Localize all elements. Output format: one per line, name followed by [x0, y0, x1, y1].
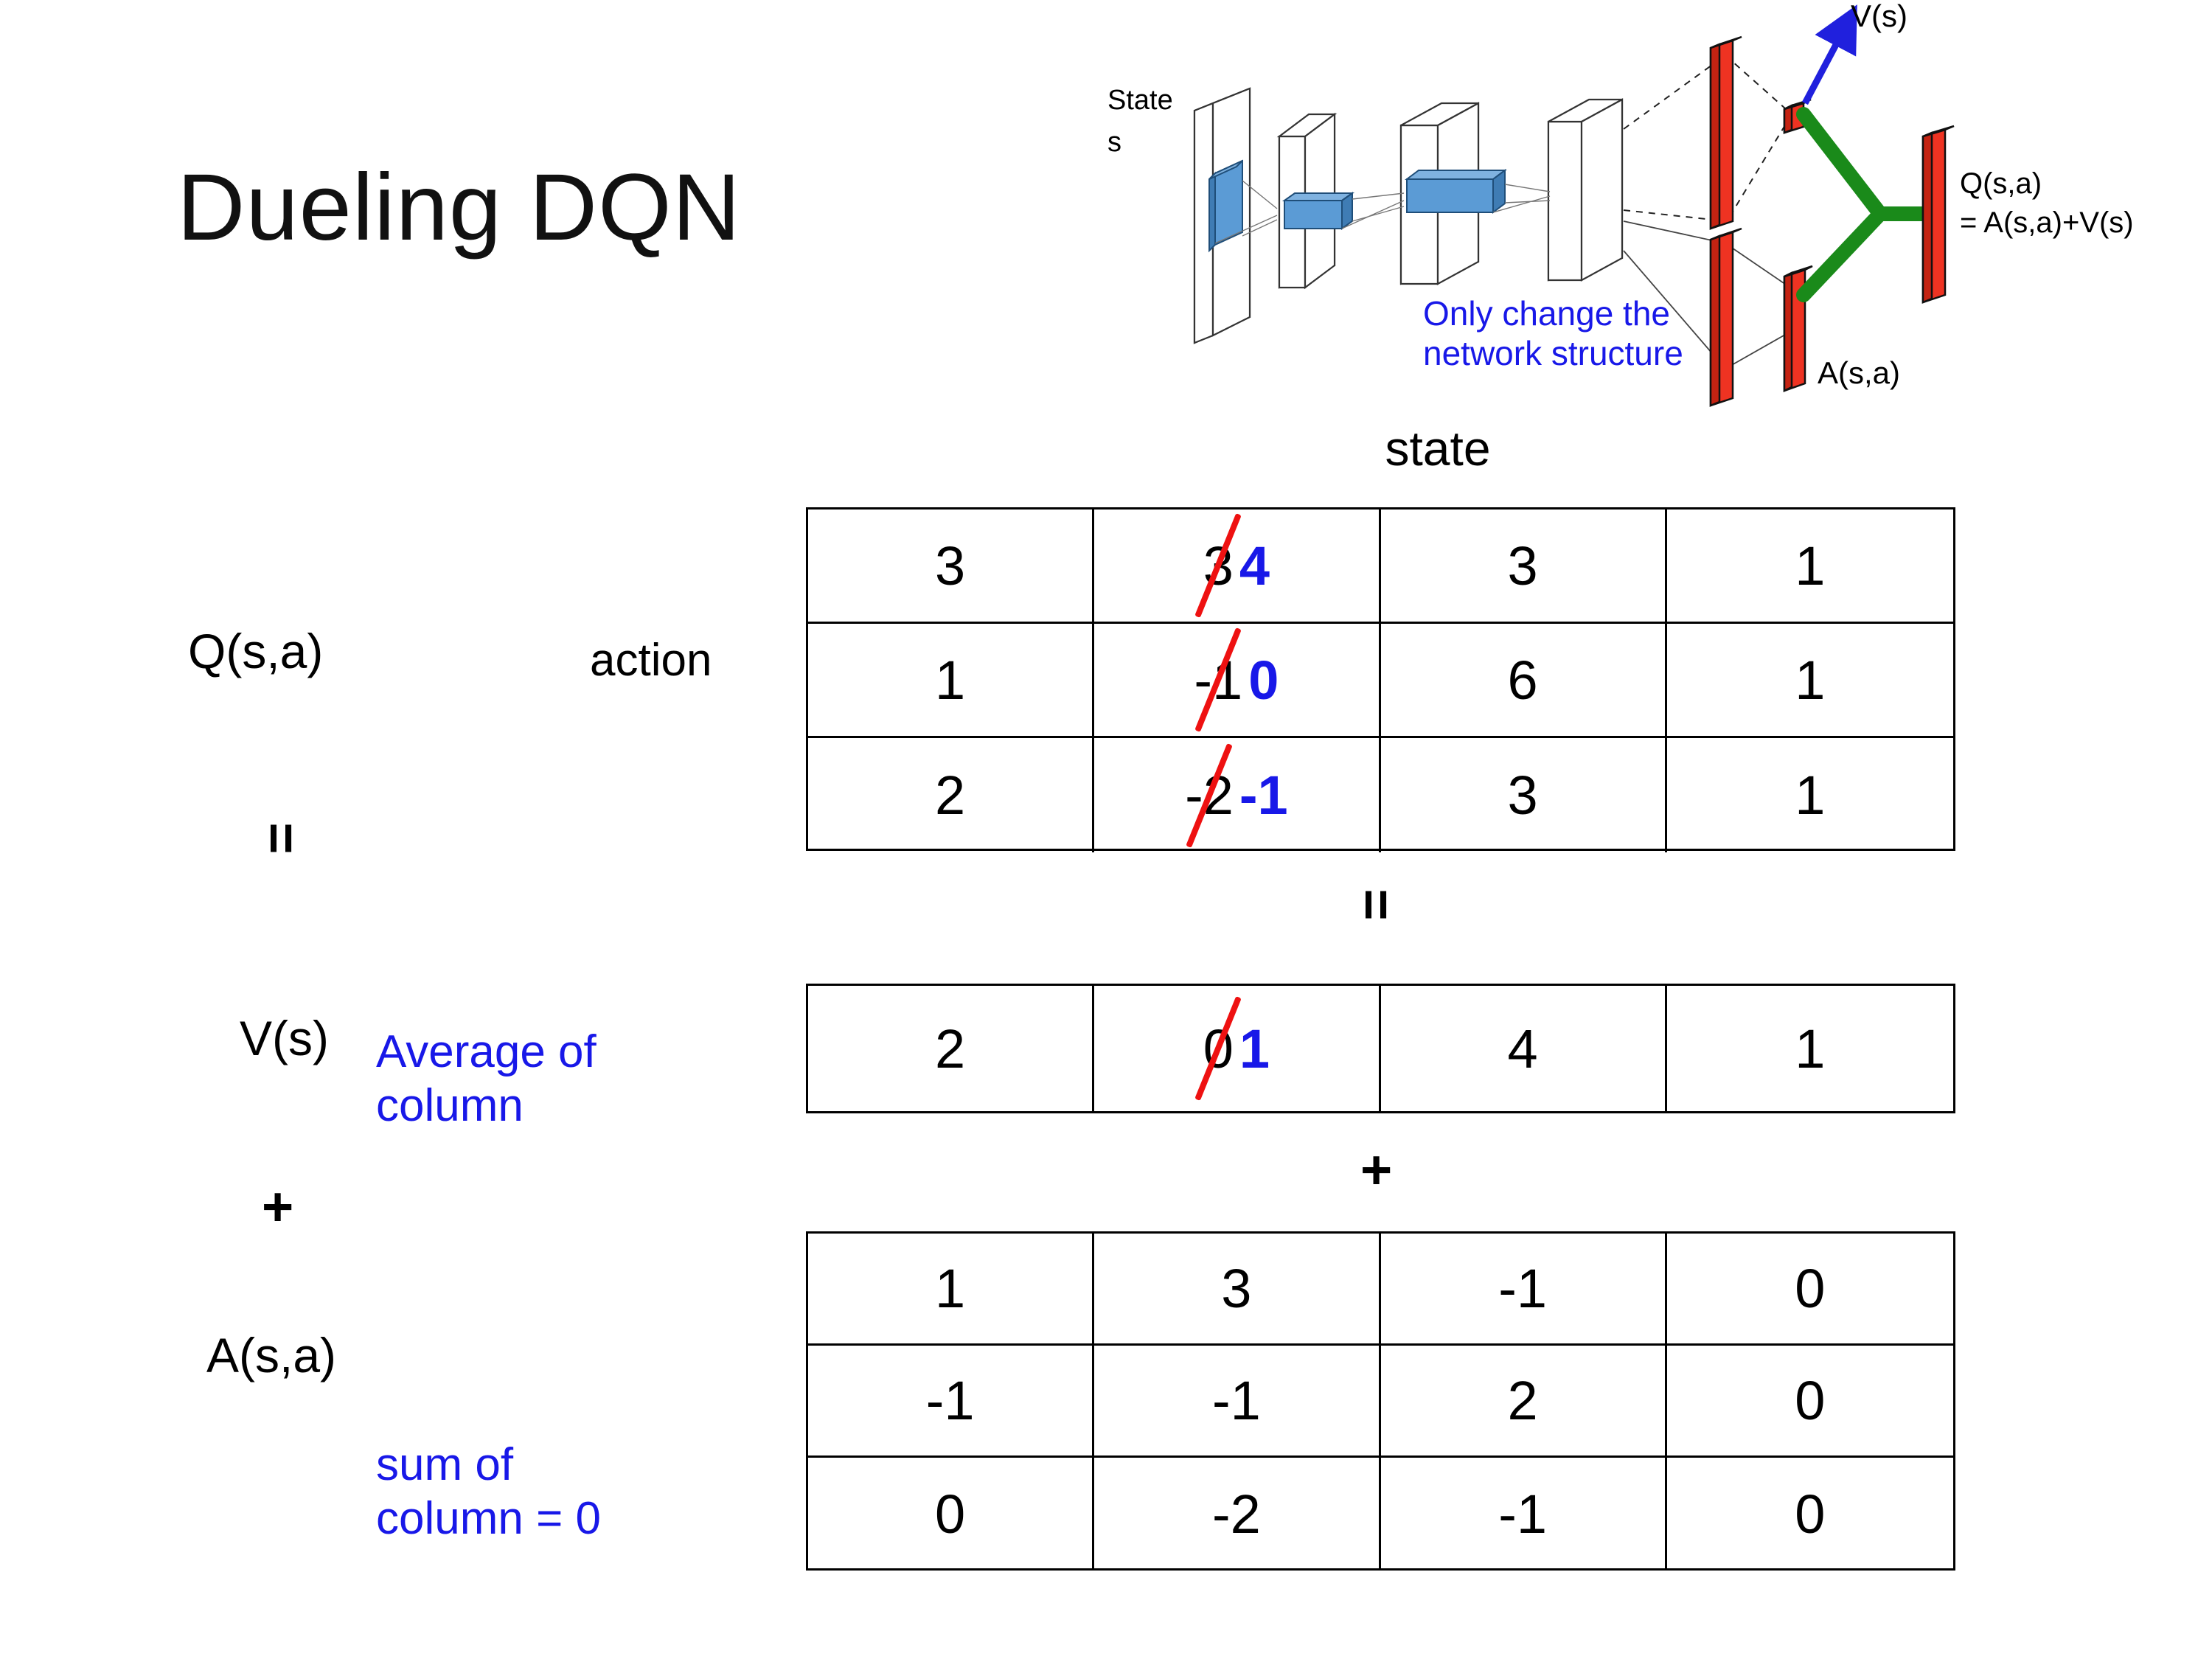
new-value: 4: [1239, 535, 1270, 597]
new-value: -1: [1239, 765, 1288, 826]
table-cell: -2-1: [1094, 738, 1381, 852]
table-cell: -2: [1094, 1458, 1381, 1570]
v-table-label: V(s): [240, 1011, 329, 1065]
table-cell: 3: [808, 509, 1095, 624]
table-cell: 2: [1380, 1346, 1667, 1458]
table-cell: 0: [808, 1458, 1095, 1570]
equals-operator-middle: =: [1346, 888, 1408, 921]
action-axis-label: action: [590, 635, 712, 686]
old-value: 3: [1194, 512, 1242, 619]
table-cell: 4: [1381, 986, 1667, 1111]
average-note-line2: column: [376, 1080, 524, 1132]
table-cell: 2: [808, 986, 1095, 1111]
strikethrough-mark: [1194, 512, 1242, 619]
old-value: 0: [1194, 995, 1242, 1102]
table-cell: 1: [1666, 509, 1953, 624]
page-title: Dueling DQN: [177, 155, 742, 260]
figure-note: Only change the network structure: [1423, 293, 1683, 374]
sum-note-line1: sum of: [376, 1439, 514, 1490]
strikethrough-mark: [1194, 627, 1242, 733]
table-cell: 3: [1381, 738, 1667, 852]
table-cell: 1: [808, 624, 1095, 738]
plus-operator-middle: +: [1360, 1139, 1393, 1200]
table-cell: 0: [1795, 1483, 1826, 1545]
plus-operator-left: +: [262, 1176, 294, 1237]
table-cell: 2: [808, 738, 1095, 852]
sum-note-line2: column = 0: [376, 1493, 602, 1545]
figure-value-label: V(s): [1851, 0, 1907, 33]
table-cell: 6: [1380, 624, 1667, 738]
strikethrough-mark: [1194, 995, 1242, 1102]
table-cell: 3: [1380, 509, 1667, 624]
table-cell: 0: [1666, 1346, 1953, 1458]
sum-of-column-note: sum of column = 0: [376, 1438, 759, 1545]
figure-q-label-line1: Q(s,a): [1960, 167, 2042, 200]
figure-advantage-label: A(s,a): [1818, 355, 1900, 390]
figure-q-label-line2: = A(s,a)+V(s): [1960, 206, 2134, 239]
average-note-line1: Average of: [376, 1026, 597, 1077]
q-table-label: Q(s,a): [188, 624, 324, 678]
new-value: 1: [1239, 1018, 1270, 1079]
figure-state-label-line1: State: [1107, 85, 1173, 116]
table-cell: 3: [1094, 1234, 1381, 1346]
old-value: -1: [1194, 627, 1242, 733]
table-cell: 1: [1795, 1018, 1826, 1079]
figure-note-line2: network structure: [1423, 334, 1683, 373]
state-axis-label: state: [1385, 421, 1491, 476]
strikethrough-mark: [1186, 742, 1233, 848]
equals-operator-left: =: [251, 822, 313, 855]
average-of-column-note: Average of column: [376, 1025, 730, 1133]
figure-state-label-line2: s: [1107, 127, 1121, 158]
dueling-network-diagram: State s V(s) A(s,a) Q(s,a) = A(s,a)+V(s): [1091, 0, 2212, 413]
a-table-label: A(s,a): [206, 1328, 337, 1382]
table-cell: -1: [1094, 1346, 1381, 1458]
table-cell: -1: [808, 1346, 1095, 1458]
table-cell: 1: [808, 1234, 1095, 1346]
table-cell: 0: [1666, 1234, 1953, 1346]
table-cell: 1: [1795, 765, 1826, 826]
new-value: 0: [1248, 649, 1279, 711]
table-cell: -1: [1380, 1234, 1667, 1346]
corrected-cell: -2-1: [1185, 742, 1288, 848]
table-cell: -1: [1381, 1458, 1667, 1570]
figure-note-line1: Only change the: [1423, 294, 1671, 333]
old-value: -2: [1185, 742, 1234, 848]
table-cell: 1: [1666, 624, 1953, 738]
